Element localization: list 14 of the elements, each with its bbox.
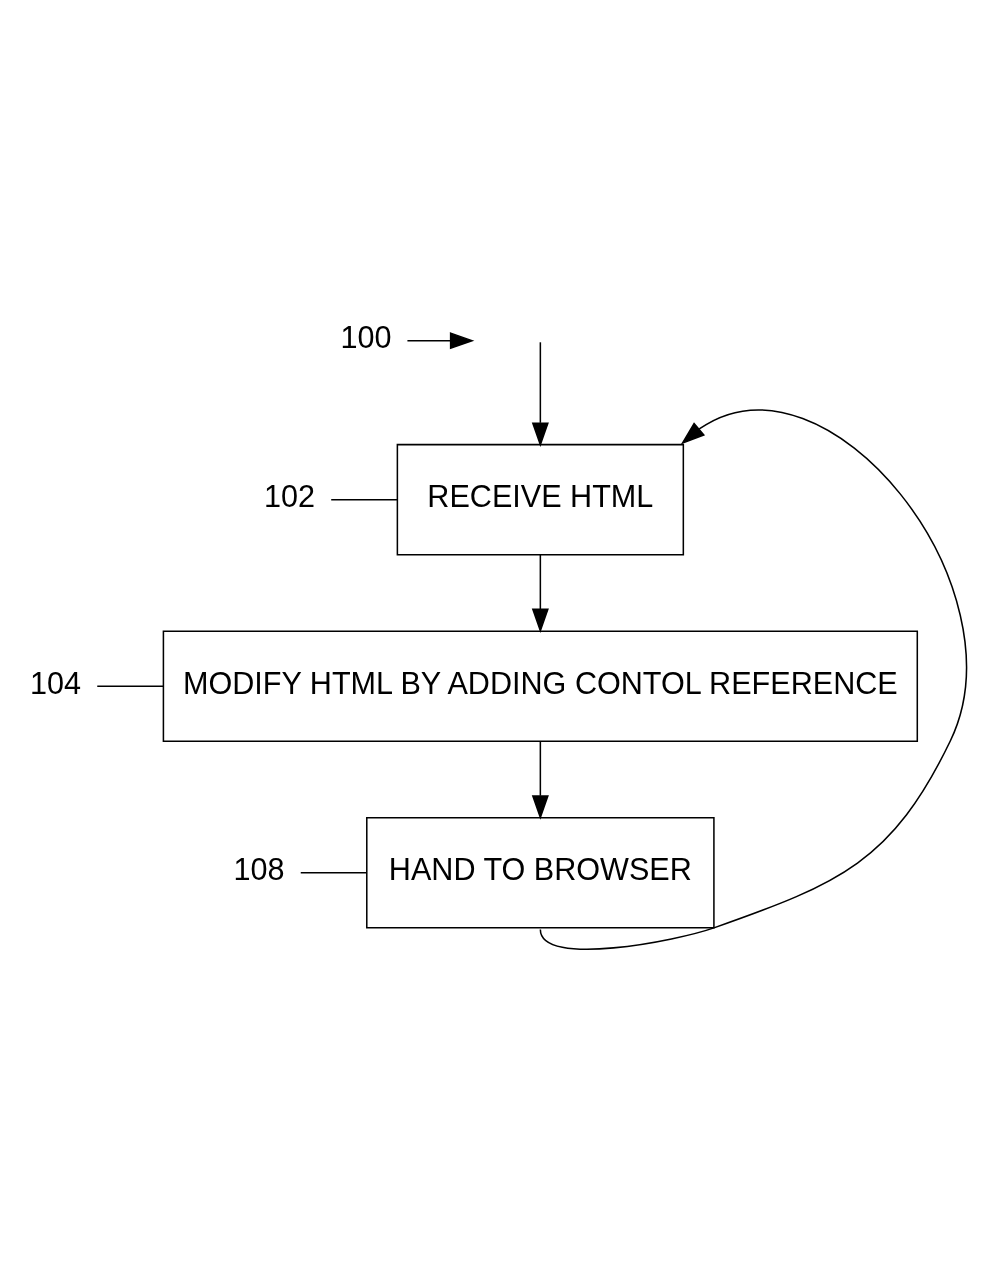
node-text: 102 (264, 479, 316, 514)
arrow (531, 554, 549, 634)
connector (299, 872, 368, 874)
node-box: RECEIVE HTML (396, 443, 685, 556)
node-box: MODIFY HTML BY ADDING CONTOL REFERENCE (162, 630, 919, 743)
arrow (531, 341, 549, 447)
node-text: 108 (233, 852, 285, 887)
node-box: HAND TO BROWSER (366, 817, 715, 929)
arrow (406, 332, 475, 350)
connector (330, 498, 398, 501)
arrow (531, 740, 549, 820)
node-text: 104 (30, 665, 82, 700)
node-text: 100 (340, 320, 392, 355)
connector (96, 685, 164, 687)
